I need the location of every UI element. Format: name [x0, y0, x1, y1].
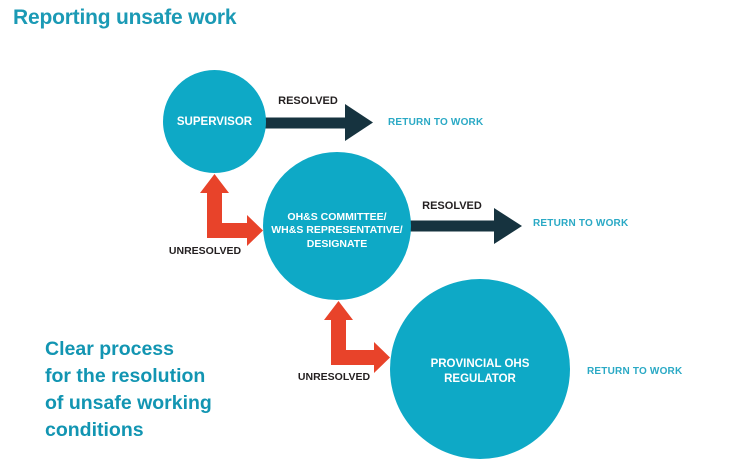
- return-to-work-label-1: RETURN TO WORK: [388, 117, 484, 128]
- node-provincial-regulator-label: PROVINCIAL OHS REGULATOR: [430, 358, 530, 385]
- tagline-text: Clear process for the resolution of unsa…: [45, 338, 212, 441]
- node-provincial-regulator-circle: [390, 279, 570, 459]
- unresolved-arrow-2-icon: [324, 301, 390, 373]
- resolved-arrow-1-icon: [255, 104, 373, 141]
- unresolved-label-2: UNRESOLVED: [297, 371, 371, 383]
- return-to-work-label-2: RETURN TO WORK: [533, 218, 629, 229]
- return-to-work-label-3: RETURN TO WORK: [587, 366, 683, 377]
- unresolved-label-1: UNRESOLVED: [168, 245, 242, 257]
- node-ohs-committee-circle: [263, 152, 411, 300]
- node-ohs-committee-label: OH&S COMMITTEE/ WH&S REPRESENTATIVE/ DES…: [271, 210, 403, 250]
- resolved-label-1: RESOLVED: [278, 95, 338, 107]
- page-title: Reporting unsafe work: [13, 6, 237, 29]
- resolved-label-2: RESOLVED: [422, 200, 482, 212]
- node-supervisor-circle: [163, 70, 266, 173]
- resolved-arrow-2-icon: [404, 208, 522, 244]
- node-supervisor-label: SUPERVISOR: [176, 115, 253, 128]
- unresolved-arrow-1-icon: [200, 174, 263, 246]
